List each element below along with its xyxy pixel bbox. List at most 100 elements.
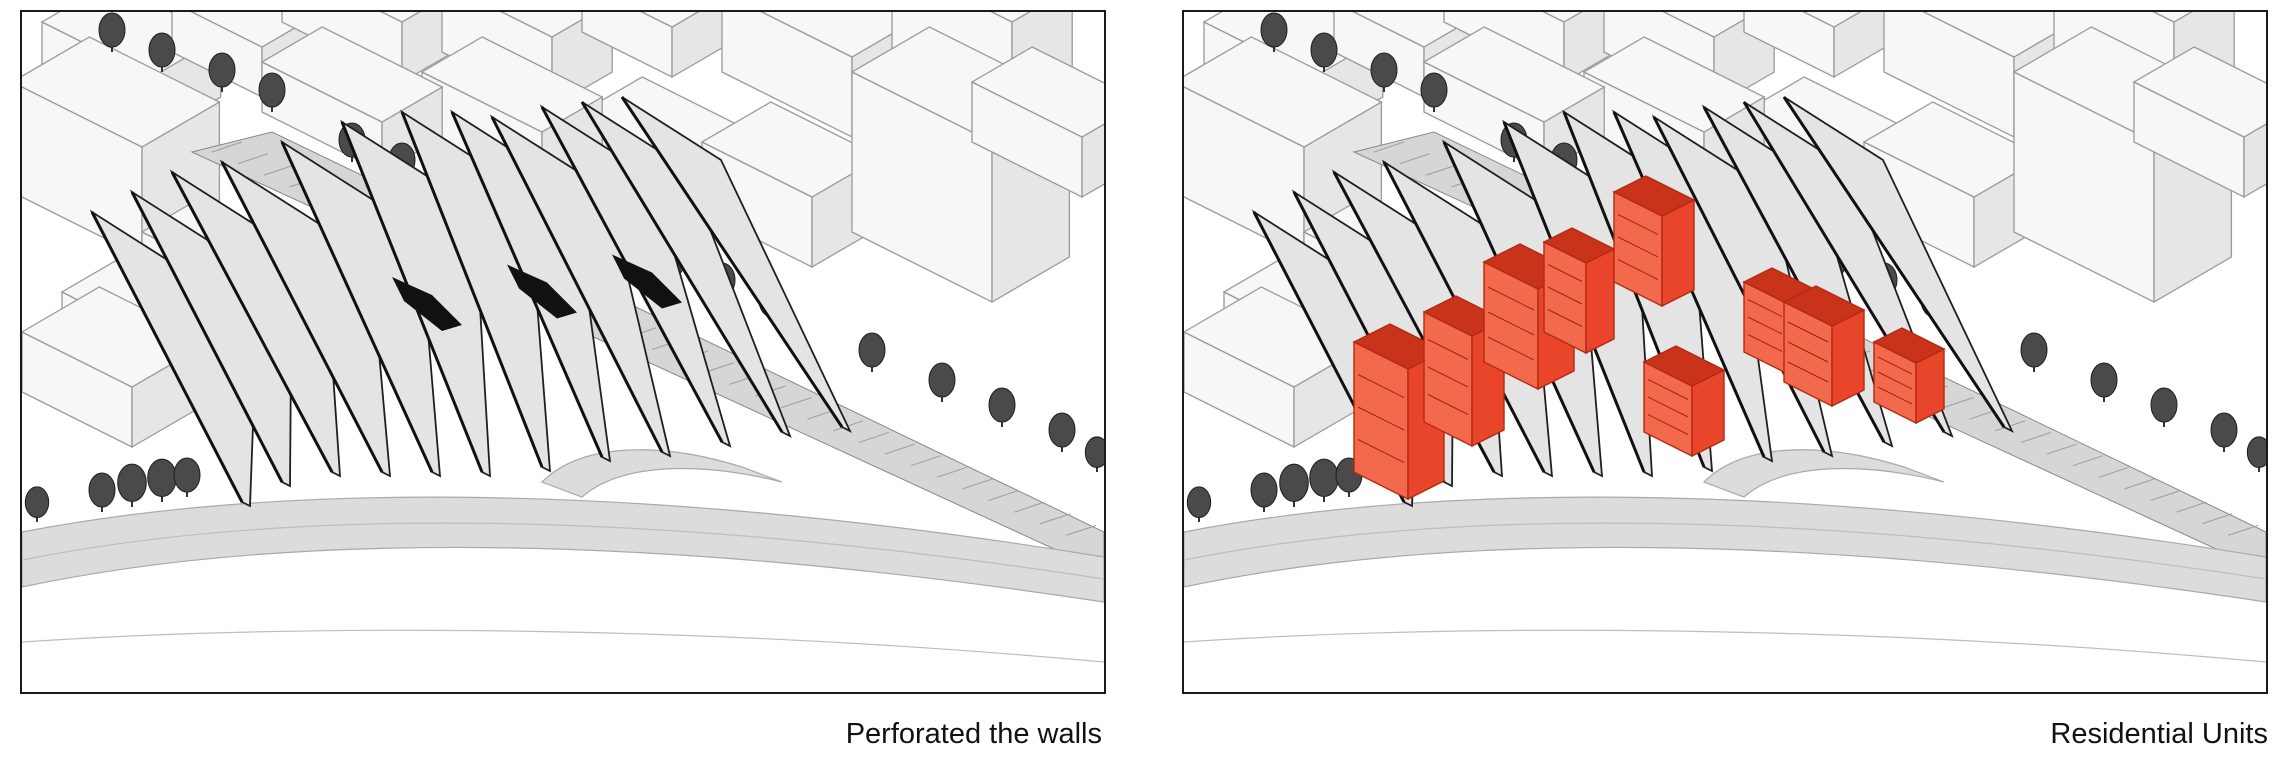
residential-unit xyxy=(1542,227,1616,355)
unit-floor-line xyxy=(1427,366,1469,388)
tree-icon xyxy=(98,12,126,52)
building-roof xyxy=(22,36,221,148)
rail-tie xyxy=(1373,141,1405,153)
building-roof xyxy=(1662,12,1759,38)
tree-icon xyxy=(1309,458,1339,502)
tree-crown xyxy=(98,12,126,48)
tree-icon xyxy=(1310,32,1338,72)
unit-roof xyxy=(1872,327,1946,364)
tree-icon xyxy=(858,332,886,372)
unit-floor-line xyxy=(1617,214,1659,235)
building xyxy=(970,46,1104,199)
tree-icon xyxy=(173,457,201,497)
tree-crown xyxy=(1048,412,1076,448)
highway xyxy=(1184,449,2266,663)
building-roof xyxy=(380,12,421,23)
rail-tie xyxy=(263,164,294,176)
wall-top-edge xyxy=(170,171,334,473)
unit-side-face xyxy=(1831,308,1865,408)
unit-floor-line xyxy=(1487,311,1535,336)
unit-floor-line xyxy=(1787,341,1829,363)
rail-tie xyxy=(237,153,269,165)
building xyxy=(1743,12,1887,79)
rail-tie xyxy=(1065,524,1097,536)
building-roof xyxy=(1582,36,1766,133)
tree-crown xyxy=(208,52,236,88)
wall-top-edge xyxy=(490,116,664,453)
unit-roof xyxy=(1642,345,1726,387)
lower-road-edge xyxy=(22,629,1104,663)
wall-top-edge xyxy=(280,141,434,473)
highway-lane-marking xyxy=(1184,522,2266,580)
unit-floor-line xyxy=(1747,316,1783,335)
building-roof xyxy=(1422,26,1606,123)
unit-floor-line xyxy=(1877,386,1913,405)
unit-floor-line xyxy=(1747,334,1783,352)
unit-floor-line xyxy=(1877,356,1913,375)
tree-icon xyxy=(258,72,286,112)
tree-icon xyxy=(24,486,50,522)
unit-roof xyxy=(1782,285,1866,327)
rail-tie xyxy=(1425,164,1456,176)
tree-icon xyxy=(1260,12,1288,52)
unit-floor-line xyxy=(1647,396,1689,418)
building-roof xyxy=(420,36,604,133)
unit-floor-line xyxy=(1647,414,1689,435)
residential-unit xyxy=(1612,175,1696,308)
highway xyxy=(22,449,1104,663)
rail-tie xyxy=(1040,513,1071,525)
rail-tie xyxy=(2072,455,2103,467)
unit-floor-line xyxy=(1487,336,1535,361)
tree-crown xyxy=(1260,12,1288,48)
tree-crown xyxy=(2246,436,2266,468)
building-roof xyxy=(260,26,444,123)
rail-tie xyxy=(211,141,243,153)
building-side-face xyxy=(1833,12,1887,79)
tree-icon xyxy=(88,472,116,512)
unit-floor-line xyxy=(1427,394,1469,415)
tree-crown xyxy=(1279,463,1309,502)
rail-tie xyxy=(1943,397,1974,409)
rail-tie xyxy=(2227,524,2259,536)
building-roof xyxy=(1542,12,1583,23)
rail-tie xyxy=(2176,501,2207,513)
axonometric-drawing-perforated-walls xyxy=(22,12,1104,663)
tree-icon xyxy=(1420,72,1448,112)
rail-tie xyxy=(910,455,941,467)
rail-tie xyxy=(936,466,967,478)
wall-perforation xyxy=(612,254,682,309)
wall-top-edge xyxy=(90,211,244,503)
wall-top-edge xyxy=(580,101,784,433)
wall-top-edge xyxy=(220,161,384,473)
caption-residential-units: Residential Units xyxy=(2050,718,2268,750)
rail-tie xyxy=(2098,466,2129,478)
tree-crown xyxy=(928,362,956,398)
lower-road-edge xyxy=(1184,629,2266,663)
tree-icon xyxy=(147,458,177,502)
unit-floor-line xyxy=(1617,236,1659,258)
tree-crown xyxy=(1084,436,1104,468)
unit-floor-line xyxy=(1787,321,1829,343)
residential-units xyxy=(1352,175,1946,501)
rail-tie xyxy=(858,431,890,443)
axonometric-drawing-residential-units xyxy=(1184,12,2266,663)
building-side-face xyxy=(671,12,725,79)
tree-crown xyxy=(1250,472,1278,508)
tree-crown xyxy=(1309,458,1339,497)
tree-icon xyxy=(2020,332,2048,372)
unit-floor-line xyxy=(1877,371,1913,390)
wall-top-edge xyxy=(130,191,284,483)
residential-unit xyxy=(1872,327,1946,425)
building-roof xyxy=(640,12,700,28)
diagram-panel-residential-units xyxy=(1182,10,2268,694)
highway-lane-marking xyxy=(22,522,1104,580)
wall-top-edge xyxy=(400,111,544,468)
tree-icon xyxy=(1048,412,1076,452)
tree-crown xyxy=(1370,52,1398,88)
tree-icon xyxy=(2090,362,2118,402)
tree-icon xyxy=(988,387,1016,427)
highway-lanes xyxy=(1184,496,2266,603)
unit-floor-line xyxy=(1427,339,1469,360)
tree-icon xyxy=(2150,387,2178,427)
unit-floor-line xyxy=(1547,309,1583,327)
